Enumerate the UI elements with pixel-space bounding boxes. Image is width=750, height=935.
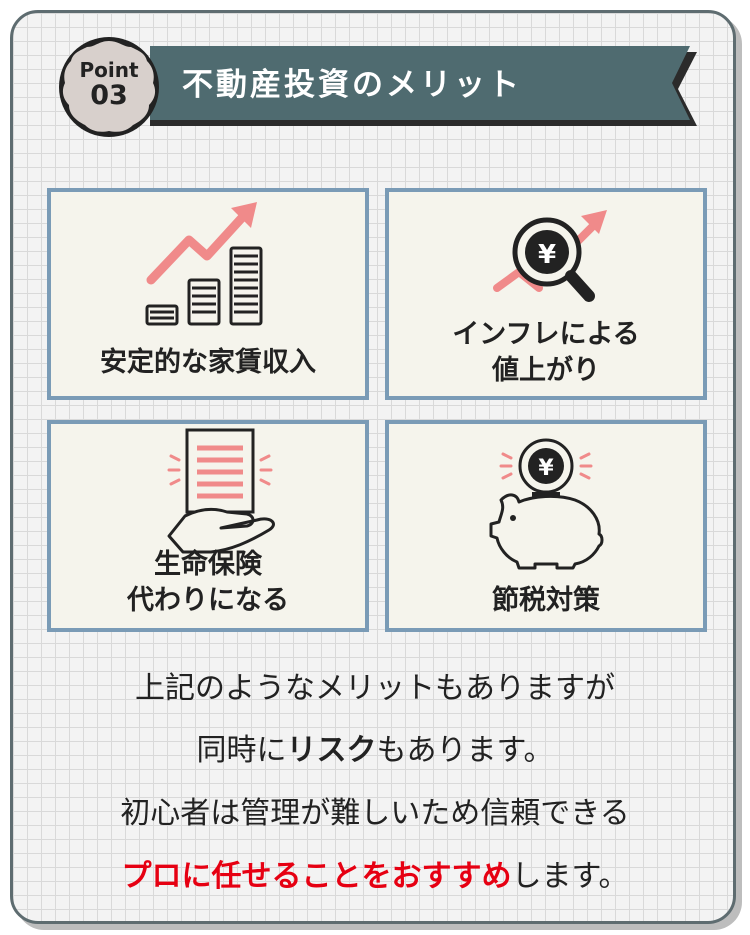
text-line-4: プロに任せることをおすすめします。 bbox=[0, 857, 750, 897]
document-hand-icon bbox=[167, 428, 275, 554]
text-line-2: 同時にリスクもあります。 bbox=[0, 731, 750, 771]
page-title: 不動産投資のメリット bbox=[182, 67, 522, 103]
card-inflation: ¥ インフレによる 値上がり bbox=[385, 188, 707, 400]
badge-word: Point bbox=[79, 58, 139, 82]
rising-coins-icon bbox=[145, 202, 263, 326]
card-tax-saving: ¥ 節税対策 bbox=[385, 420, 707, 632]
text-line-4-post: します。 bbox=[511, 859, 629, 894]
point-badge bbox=[59, 37, 159, 137]
risk-emphasis: リスク bbox=[286, 733, 377, 768]
card-label-line1: 生命保険 bbox=[154, 549, 262, 580]
text-line-2-post: もあります。 bbox=[376, 733, 554, 768]
card-life-insurance: 生命保険 代わりになる bbox=[47, 420, 369, 632]
text-line-2-pre: 同時に bbox=[196, 733, 287, 768]
badge-number: 03 bbox=[90, 80, 128, 111]
card-label-line2: 値上がり bbox=[492, 355, 600, 386]
card-label-line2: 代わりになる bbox=[127, 585, 289, 616]
title-ribbon bbox=[150, 46, 697, 126]
card-label-line1: インフレによる bbox=[452, 319, 640, 350]
point-badge-text: Point 03 bbox=[56, 60, 162, 109]
pro-recommendation-emphasis: プロに任せることをおすすめ bbox=[121, 859, 512, 894]
card-stable-rent: 安定的な家賃収入 bbox=[47, 188, 369, 400]
svg-text:¥: ¥ bbox=[538, 456, 554, 481]
svg-text:¥: ¥ bbox=[538, 240, 556, 270]
piggy-bank-icon: ¥ bbox=[489, 438, 604, 570]
text-line-3: 初心者は管理が難しいため信頼できる bbox=[120, 796, 630, 831]
card-label: 安定的な家賃収入 bbox=[100, 347, 316, 378]
text-line-1: 上記のようなメリットもありますが bbox=[135, 671, 615, 706]
yen-magnifier-icon: ¥ bbox=[493, 210, 607, 302]
card-label: 節税対策 bbox=[492, 585, 600, 616]
